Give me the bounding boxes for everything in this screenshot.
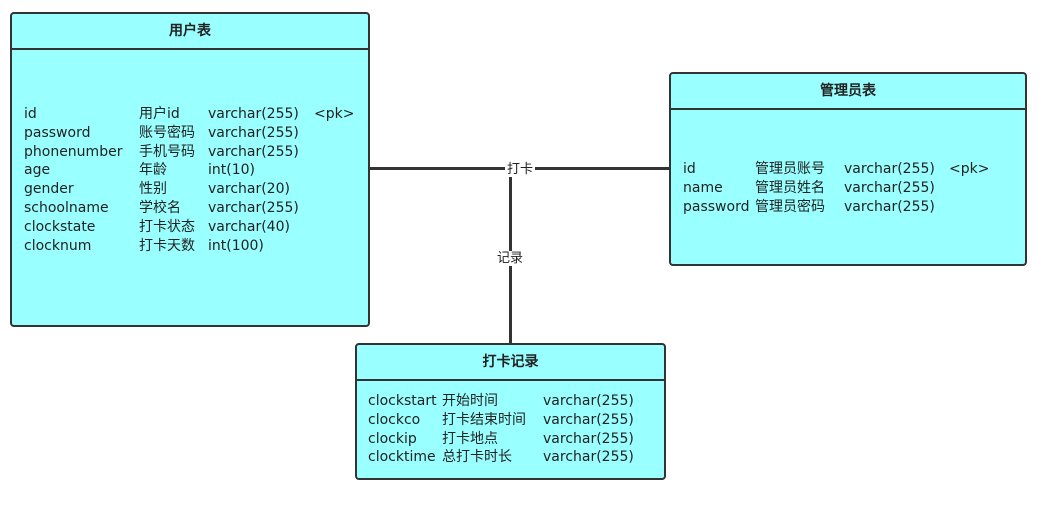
field-key-marker: <pk> [314, 106, 355, 122]
entity-fields: id 管理员账号 varchar(255) <pk> name 管理员姓名 varchar(… [683, 160, 1023, 216]
field-type: varchar(255) [208, 124, 299, 141]
field-name: name [683, 179, 723, 196]
field-description: 账号密码 [139, 124, 195, 141]
field-name: gender [24, 181, 74, 198]
field-type: varchar(40) [208, 218, 290, 235]
field-type: varchar(255) [543, 430, 634, 447]
field-row: id 管理员账号 varchar(255) <pk> [683, 160, 1023, 179]
entity-admin-table[interactable]: 管理员表 id 管理员账号 varchar(255) <pk> name 管理员姓名 var… [669, 72, 1027, 266]
entity-user-table[interactable]: 用户表 id 用户id varchar(255) <pk> password 账号密码 va… [10, 12, 370, 327]
field-row: name 管理员姓名 varchar(255) [683, 179, 1023, 198]
field-name: id [24, 106, 37, 122]
field-name: password [683, 198, 750, 215]
field-name: clocknum [24, 237, 92, 254]
field-type: varchar(20) [208, 181, 290, 198]
field-name: clockstart [368, 393, 437, 409]
field-type: varchar(255) [844, 179, 935, 196]
field-type: varchar(255) [844, 198, 935, 215]
field-row: clockco 打卡结束时间 varchar(255) [368, 411, 663, 430]
field-row: schoolname 学校名 varchar(255) [24, 199, 364, 218]
field-name: schoolname [24, 199, 109, 216]
field-description: 管理员姓名 [755, 179, 825, 196]
entity-fields: clockstart 开始时间 varchar(255) clockco 打卡结束时间 v… [368, 392, 663, 467]
field-row: clocktime 总打卡时长 varchar(255) [368, 448, 663, 467]
field-description: 年龄 [139, 162, 167, 179]
entity-record-table[interactable]: 打卡记录 clockstart 开始时间 varchar(255) clockco 打卡… [355, 343, 666, 480]
field-row: clockstate 打卡状态 varchar(40) [24, 218, 364, 237]
field-row: clockip 打卡地点 varchar(255) [368, 430, 663, 449]
field-type: varchar(255) [208, 143, 299, 160]
field-description: 打卡天数 [139, 237, 195, 254]
field-row: password 账号密码 varchar(255) [24, 124, 364, 143]
field-type: int(100) [208, 237, 264, 254]
field-description: 用户id [139, 106, 180, 122]
field-row: id 用户id varchar(255) <pk> [24, 105, 364, 124]
entity-title: 用户表 [12, 14, 368, 50]
field-type: varchar(255) [208, 106, 299, 122]
field-type: varchar(255) [844, 161, 935, 177]
field-type: varchar(255) [543, 393, 634, 409]
entity-fields: id 用户id varchar(255) <pk> password 账号密码 varcha… [24, 105, 364, 255]
field-description: 打卡状态 [139, 218, 195, 235]
field-row: clocknum 打卡天数 int(100) [24, 237, 364, 256]
field-type: int(10) [208, 162, 255, 179]
field-type: varchar(255) [208, 199, 299, 216]
relation-label-record: 记录 [495, 251, 526, 266]
field-name: age [24, 162, 51, 179]
field-type: varchar(255) [543, 411, 634, 428]
field-key-marker: <pk> [949, 161, 990, 177]
relation-label-checkin: 打卡 [505, 162, 536, 177]
field-type: varchar(255) [543, 449, 634, 466]
field-name: clocktime [368, 449, 436, 466]
field-row: password 管理员密码 varchar(255) [683, 198, 1023, 217]
field-description: 总打卡时长 [442, 449, 512, 466]
entity-title: 打卡记录 [357, 345, 664, 381]
field-description: 开始时间 [442, 393, 498, 409]
field-description: 手机号码 [139, 143, 195, 160]
field-name: clockstate [24, 218, 96, 235]
field-name: clockip [368, 430, 417, 447]
field-description: 管理员密码 [755, 198, 825, 215]
field-row: age 年龄 int(10) [24, 161, 364, 180]
field-description: 性别 [139, 181, 167, 198]
field-name: password [24, 124, 91, 141]
field-row: gender 性别 varchar(20) [24, 180, 364, 199]
field-description: 管理员账号 [755, 161, 825, 177]
field-name: phonenumber [24, 143, 123, 160]
field-name: clockco [368, 411, 421, 428]
field-row: clockstart 开始时间 varchar(255) [368, 392, 663, 411]
field-row: phonenumber 手机号码 varchar(255) [24, 143, 364, 162]
field-description: 打卡地点 [442, 430, 498, 447]
field-description: 打卡结束时间 [442, 411, 526, 428]
field-description: 学校名 [139, 199, 181, 216]
entity-title: 管理员表 [671, 74, 1025, 110]
field-name: id [683, 161, 696, 177]
